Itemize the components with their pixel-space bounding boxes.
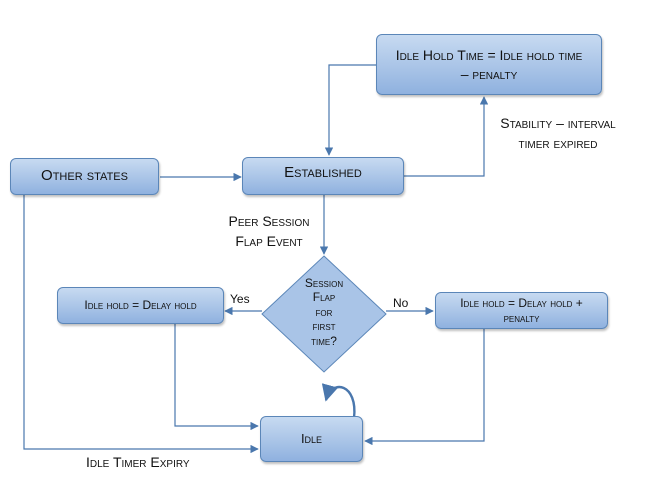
other-states-text: Other states (41, 167, 128, 185)
idle-hold-delay-node: Idle hold = Delay hold (57, 287, 224, 324)
arrow-other-to-idle (23, 195, 259, 454)
idle-hold-penalty-text: Idle Hold Time = Idle hold time – penalt… (395, 46, 583, 82)
decision-text: Session Flap for first time? (284, 276, 364, 348)
decision-line-2: Flap (312, 290, 336, 305)
decision-diamond (261, 255, 387, 373)
arrow-penalty-to-established (324, 64, 376, 156)
decision-line-4: first (312, 319, 336, 334)
idle-text: Idle (300, 431, 323, 447)
decision-line-3: for (315, 304, 333, 319)
stability-label: Stability – interval timer expired (488, 113, 628, 154)
idle-hold-delay-text: Idle hold = Delay hold (84, 298, 197, 313)
idle-hold-delay-penalty-text: Idle hold = Delay hold + penalty (460, 295, 583, 325)
idle-timer-expiry-label: Idle Timer Expiry (86, 454, 190, 470)
peer-line-1: Peer Session (228, 213, 310, 229)
other-states-node: Other states (10, 158, 159, 195)
peer-flap-label: Peer Session Flap Event (216, 211, 322, 252)
no-label: No (393, 296, 409, 310)
yes-label: Yes (230, 292, 250, 306)
idle-hold-delay-penalty-node: Idle hold = Delay hold + penalty (435, 292, 608, 329)
decision-line-1: Session (304, 276, 344, 290)
idle-node: Idle (260, 416, 363, 462)
established-text: Established (284, 163, 362, 181)
stability-line-2: timer expired (518, 135, 598, 152)
decision-line-5: time? (311, 333, 337, 348)
idle-self-loop (321, 383, 356, 419)
arrow-established-to-penalty (404, 96, 489, 177)
established-node: Established (242, 157, 404, 195)
arrow-delay-to-idle (174, 324, 259, 431)
peer-line-2: Flap Event (235, 233, 303, 250)
arrow-delay-penalty-to-idle (364, 329, 485, 446)
stability-line-1: Stability – interval (500, 115, 616, 131)
idle-hold-penalty-node: Idle Hold Time = Idle hold time – penalt… (376, 34, 602, 95)
